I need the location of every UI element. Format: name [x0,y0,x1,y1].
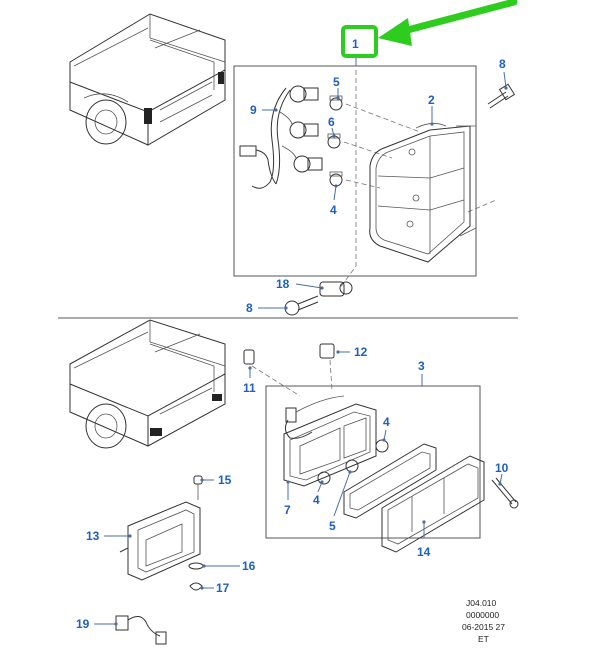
callout-11: 11 [243,381,256,395]
wiring-harness-19 [115,615,167,645]
lens-14 [381,455,485,553]
fastener-17 [189,582,203,591]
callout-4-bottom: 4 [383,415,390,429]
pointer-arrow [378,0,518,46]
bulbs-top [327,95,343,187]
clip-11 [243,349,255,365]
footer-line-1: J04.010 [466,598,497,608]
wiring-harness-top [239,85,323,189]
screw-bottom-left [284,295,319,316]
callout-9: 9 [250,103,257,117]
callout-10: 10 [495,461,509,475]
callout-4-top: 4 [330,203,337,217]
highlight-box [341,25,378,58]
callout-2: 2 [428,93,435,107]
callout-14: 14 [417,545,431,559]
callout-3: 3 [418,359,425,373]
callout-1: 1 [352,37,359,51]
truck-illustration-top [69,13,226,146]
assembly-frame-bottom [265,385,481,539]
callout-8-bottom: 8 [246,301,253,315]
fastener-16 [188,562,204,570]
clip-12 [319,343,335,359]
footer-reference: J04.010 0000000 06-2015 27 ET [462,598,505,644]
footer-line-4: ET [478,634,489,644]
callout-15: 15 [218,473,232,487]
tail-lamp-top [369,123,477,263]
footer-line-3: 06-2015 27 [462,622,505,632]
callout-7: 7 [284,503,291,517]
lamp-housing-bottom [283,395,377,487]
footer-line-2: 0000000 [466,610,499,620]
leader-lines [94,54,508,626]
callout-13: 13 [86,529,100,543]
callout-5-top: 5 [333,75,340,89]
bracket-13 [119,501,201,581]
callout-8-top: 8 [499,57,506,71]
truck-illustration-bottom [69,319,226,449]
callout-6: 6 [328,115,335,129]
callout-17: 17 [216,581,230,595]
callout-4-lower: 4 [313,493,320,507]
callout-12: 12 [354,345,368,359]
screw-10 [491,477,519,509]
fastener-18 [319,281,353,297]
callout-labels: 1 2 5 6 4 9 8 18 8 12 11 3 4 4 5 7 10 14… [76,37,509,631]
callout-19: 19 [76,617,90,631]
gasket-bottom [343,443,437,519]
callout-16: 16 [242,559,256,573]
bulbs-bottom [317,439,389,485]
callout-18: 18 [276,277,290,291]
callout-5-bottom: 5 [329,519,336,533]
screw-top-right [487,83,516,109]
